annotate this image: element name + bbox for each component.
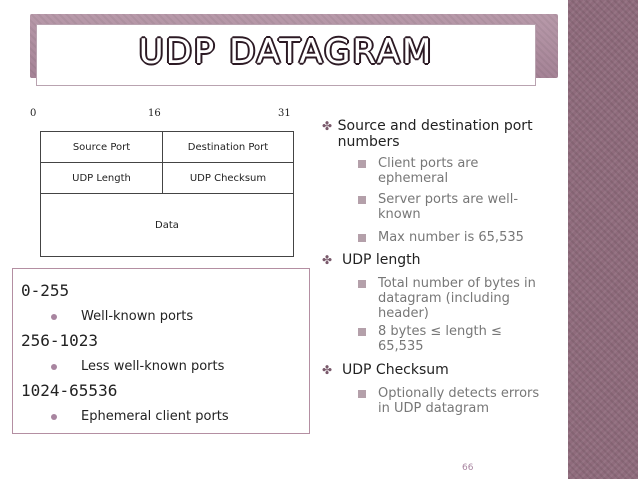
field-udp-length: UDP Length [41, 163, 163, 193]
square-bullet-icon [358, 390, 366, 398]
square-bullet-icon [358, 280, 366, 288]
title-frame [36, 24, 536, 86]
sub-bullet-item: Total number of bytes in datagram (inclu… [358, 276, 553, 321]
port-range-label: 1024-65536 [21, 381, 118, 400]
square-bullet-icon [358, 234, 366, 242]
square-bullet-icon [358, 196, 366, 204]
sub-bullet-item: Optionally detects errors in UDP datagra… [358, 386, 553, 416]
bit-label-16: 16 [148, 108, 161, 119]
clover-bullet-icon: ✤ [322, 119, 333, 133]
sub-bullet-text: Server ports are well-known [378, 192, 519, 222]
square-bullet-icon [358, 328, 366, 336]
sub-bullet-item: Client ports are ephemeral [358, 156, 548, 186]
bit-label-0: 0 [30, 108, 37, 119]
sub-bullet-item: 8 bytes ≤ length ≤ 65,535 [358, 324, 548, 354]
square-bullet-icon [358, 160, 366, 168]
sub-bullet-item: Max number is 65,535 [358, 230, 548, 245]
list-item: Less well-known ports [51, 359, 224, 374]
bullet-dot-icon [51, 313, 57, 320]
bullet-item: ✤ UDP Checksum [322, 362, 542, 378]
decorative-side-strip [568, 0, 638, 479]
sub-bullet-text: 8 bytes ≤ length ≤ 65,535 [378, 324, 502, 354]
header-row: Source Port Destination Port [41, 132, 293, 163]
bit-label-31: 31 [278, 108, 291, 119]
field-source-port: Source Port [41, 132, 163, 162]
bullet-text: UDP length [342, 252, 421, 268]
bullet-dot-icon [51, 413, 57, 420]
page-number: 66 [462, 463, 474, 473]
field-data: Data [155, 219, 179, 231]
bullet-item: ✤ UDP length [322, 252, 542, 268]
field-destination-port: Destination Port [187, 141, 269, 153]
port-range-label: 256-1023 [21, 331, 99, 350]
header-row: UDP Length UDP Checksum [41, 163, 293, 194]
field-udp-checksum: UDP Checksum [189, 172, 267, 184]
bullet-text: Source and destination port numbers [337, 118, 533, 150]
slide-title: UDP DATAGRAM [138, 32, 434, 72]
clover-bullet-icon: ✤ [322, 363, 333, 377]
clover-bullet-icon: ✤ [322, 253, 333, 267]
port-range-desc: Ephemeral client ports [81, 409, 229, 424]
sub-bullet-text: Optionally detects errors in UDP datagra… [378, 386, 540, 416]
sub-bullet-text: Max number is 65,535 [378, 230, 524, 245]
bullet-item: ✤ Source and destination port numbers [322, 118, 542, 150]
sub-bullet-text: Client ports are ephemeral [378, 156, 479, 186]
port-ranges-box: 0-255 Well-known ports 256-1023 Less wel… [12, 268, 310, 434]
bullet-text: UDP Checksum [342, 362, 449, 378]
sub-bullet-item: Server ports are well-known [358, 192, 548, 222]
port-range-desc: Well-known ports [81, 309, 194, 324]
bullet-dot-icon [51, 363, 57, 370]
sub-bullet-text: Total number of bytes in datagram (inclu… [378, 276, 536, 321]
udp-header-diagram: Source Port Destination Port UDP Length … [40, 131, 294, 257]
port-range-desc: Less well-known ports [81, 359, 225, 374]
port-range-label: 0-255 [21, 281, 70, 300]
list-item: Well-known ports [51, 309, 193, 324]
list-item: Ephemeral client ports [51, 409, 229, 424]
